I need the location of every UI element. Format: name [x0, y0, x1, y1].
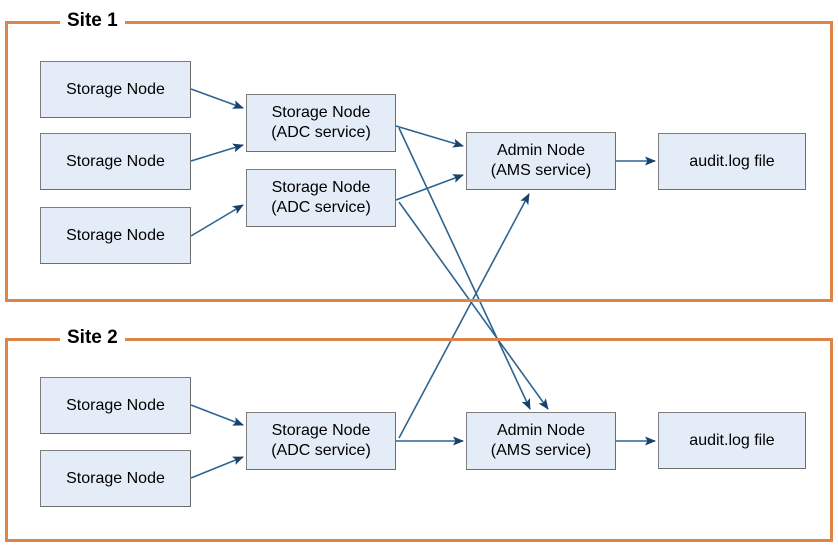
- node-label-primary: audit.log file: [689, 152, 775, 170]
- node-s2-auditlog: audit.log file: [658, 412, 806, 469]
- node-s1-sn-2: Storage Node: [40, 133, 191, 190]
- node-s1-sn-3: Storage Node: [40, 207, 191, 264]
- node-label-primary: Storage Node: [66, 152, 165, 170]
- node-label-secondary: (AMS service): [490, 442, 592, 459]
- node-s2-admin: Admin Node (AMS service): [466, 412, 616, 470]
- node-label-primary: Storage Node: [66, 469, 165, 487]
- node-label-secondary: (ADC service): [271, 124, 371, 141]
- site-label-1: Site 1: [60, 11, 125, 31]
- node-label-primary: Storage Node: [271, 104, 371, 121]
- node-s2-adc-1: Storage Node (ADC service): [246, 412, 396, 470]
- node-s1-sn-1: Storage Node: [40, 61, 191, 118]
- node-label-primary: Admin Node: [496, 142, 586, 159]
- node-s2-sn-1: Storage Node: [40, 377, 191, 434]
- site-frame-2: [5, 338, 833, 542]
- node-s1-adc-1: Storage Node (ADC service): [246, 94, 396, 152]
- site-label-2: Site 2: [60, 328, 125, 348]
- node-label-primary: Admin Node: [496, 422, 586, 439]
- node-s1-admin: Admin Node (AMS service): [466, 132, 616, 190]
- node-label-primary: Storage Node: [66, 226, 165, 244]
- node-label-primary: Storage Node: [271, 179, 371, 196]
- node-s1-adc-2: Storage Node (ADC service): [246, 169, 396, 227]
- node-label-primary: Storage Node: [66, 396, 165, 414]
- node-label-primary: Storage Node: [271, 422, 371, 439]
- node-label-secondary: (ADC service): [271, 199, 371, 216]
- node-label-primary: audit.log file: [689, 431, 775, 449]
- node-label-secondary: (AMS service): [490, 162, 592, 179]
- node-s1-auditlog: audit.log file: [658, 133, 806, 190]
- site-frame-1: [5, 21, 833, 302]
- node-s2-sn-2: Storage Node: [40, 450, 191, 507]
- node-label-secondary: (ADC service): [271, 442, 371, 459]
- node-label-primary: Storage Node: [66, 80, 165, 98]
